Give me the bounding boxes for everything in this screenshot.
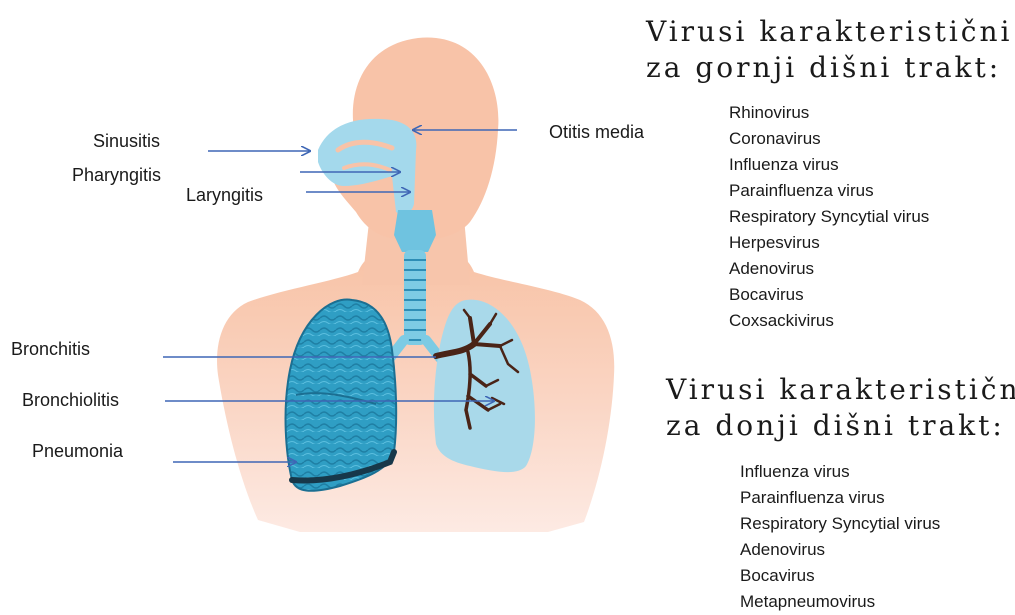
list-item: Respiratory Syncytial virus: [729, 204, 929, 230]
lower-heading-line1: Virusi karakteristični: [666, 372, 1015, 408]
upper-tract-heading: Virusi karakteristični za gornji dišni t…: [646, 14, 1012, 86]
list-item: Parainfluenza virus: [729, 178, 929, 204]
list-item: Adenovirus: [740, 537, 940, 563]
list-item: Parainfluenza virus: [740, 485, 940, 511]
list-item: Coronavirus: [729, 126, 929, 152]
upper-virus-list: Rhinovirus Coronavirus Influenza virus P…: [729, 100, 929, 334]
sinusitis-label: Sinusitis: [93, 131, 160, 152]
lower-heading-line2: za donji dišni trakt:: [666, 408, 1015, 444]
bronchiolitis-label: Bronchiolitis: [22, 390, 119, 411]
list-item: Adenovirus: [729, 256, 929, 282]
list-item: Bocavirus: [740, 563, 940, 589]
list-item: Influenza virus: [740, 459, 940, 485]
list-item: Influenza virus: [729, 152, 929, 178]
list-item: Bocavirus: [729, 282, 929, 308]
lower-tract-heading: Virusi karakteristični za donji dišni tr…: [666, 372, 1015, 444]
list-item: Coxsackivirus: [729, 308, 929, 334]
bronchitis-label: Bronchitis: [11, 339, 90, 360]
lower-virus-list: Influenza virus Parainfluenza virus Resp…: [740, 459, 940, 615]
pneumonia-label: Pneumonia: [32, 441, 123, 462]
larynx: [394, 210, 436, 252]
list-item: Metapneumovirus: [740, 589, 940, 615]
laryngitis-label: Laryngitis: [186, 185, 263, 206]
upper-heading-line2: za gornji dišni trakt:: [646, 50, 1012, 86]
pharyngitis-label: Pharyngitis: [72, 165, 161, 186]
upper-heading-line1: Virusi karakteristični: [646, 14, 1012, 50]
list-item: Rhinovirus: [729, 100, 929, 126]
otitis-media-label: Otitis media: [549, 122, 644, 143]
list-item: Respiratory Syncytial virus: [740, 511, 940, 537]
list-item: Herpesvirus: [729, 230, 929, 256]
